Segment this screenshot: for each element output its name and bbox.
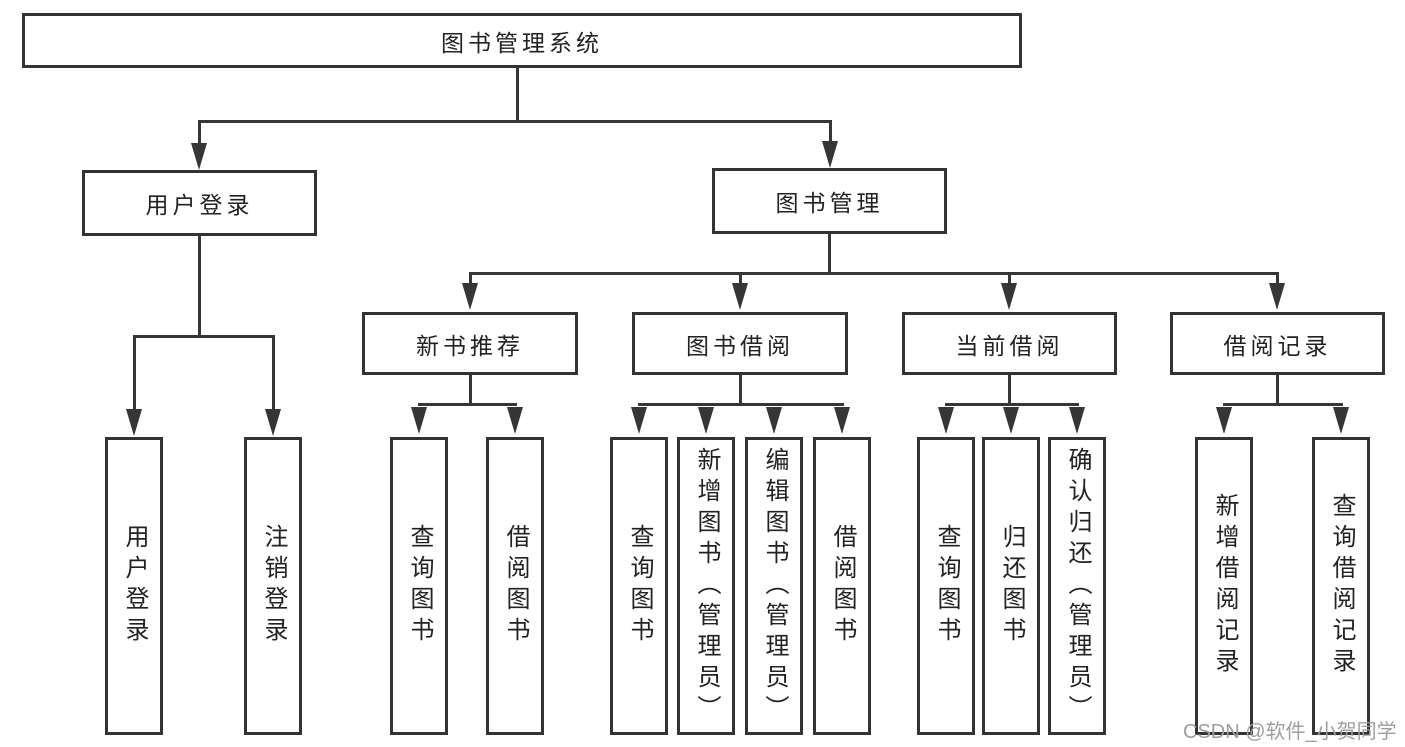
leaf-current-return-books: 归还图书 <box>982 437 1040 735</box>
csdn-watermark: CSDN @软件_小贺同学 <box>1183 721 1397 743</box>
connector-drop-user-login <box>198 120 201 148</box>
arrowhead-leaf-logout <box>265 409 281 436</box>
node-current-borrow: 当前借阅 <box>902 312 1117 375</box>
leaf-current-query-books: 查询图书 <box>917 437 975 735</box>
leaf-borrow-edit-books-admin: 编辑图书（管理员） <box>745 437 803 735</box>
arrowhead-recommend-query <box>411 407 427 434</box>
arrowhead-borrow <box>732 283 748 310</box>
connector-root-bar <box>198 120 832 123</box>
connector-drop-borrow <box>739 272 742 284</box>
node-book-borrow: 图书借阅 <box>632 312 848 375</box>
arrowhead-borrow-borrow <box>834 407 850 434</box>
connector-current-stem <box>1008 375 1011 405</box>
arrowhead-recommend <box>462 283 478 310</box>
connector-drop-leaf-login <box>133 335 136 411</box>
connector-drop-book-management <box>829 120 832 148</box>
connector-borrow-bar <box>638 403 844 406</box>
leaf-user-login: 用户登录 <box>105 437 163 735</box>
arrowhead-book-management <box>822 141 838 168</box>
connector-borrow-stem <box>739 375 742 405</box>
leaf-logout: 注销登录 <box>244 437 302 735</box>
connector-drop-leaf-logout <box>272 335 275 411</box>
connector-userlogin-bar <box>133 335 275 338</box>
connector-records-stem <box>1276 375 1279 405</box>
leaf-borrow-query-books: 查询图书 <box>610 437 668 735</box>
connector-root-stem <box>516 68 519 123</box>
connector-bookmgmt-bar <box>469 272 1279 275</box>
arrowhead-current <box>1001 283 1017 310</box>
leaf-records-query-record: 查询借阅记录 <box>1312 437 1370 735</box>
node-root: 图书管理系统 <box>22 13 1022 68</box>
leaf-records-add-record: 新增借阅记录 <box>1195 437 1253 735</box>
arrowhead-borrow-edit <box>766 407 782 434</box>
connector-drop-recommend <box>469 272 472 284</box>
leaf-current-confirm-return-admin: 确认归还（管理员） <box>1048 437 1106 735</box>
arrowhead-current-return <box>1003 407 1019 434</box>
arrowhead-borrow-query <box>631 407 647 434</box>
arrowhead-current-query <box>938 407 954 434</box>
arrowhead-records-query <box>1333 407 1349 434</box>
connector-drop-records <box>1276 272 1279 284</box>
arrowhead-recommend-borrow <box>507 407 523 434</box>
arrowhead-user-login <box>191 143 207 170</box>
leaf-borrow-borrow-books: 借阅图书 <box>813 437 871 735</box>
arrowhead-records <box>1269 283 1285 310</box>
connector-bookmgmt-stem <box>828 234 831 272</box>
node-new-book-recommend: 新书推荐 <box>362 312 578 375</box>
node-book-management: 图书管理 <box>712 168 947 234</box>
leaf-recommend-query-books: 查询图书 <box>390 437 448 735</box>
node-user-login: 用户登录 <box>82 170 317 236</box>
arrowhead-current-confirm <box>1069 407 1085 434</box>
connector-recommend-stem <box>469 375 472 405</box>
connector-recommend-bar <box>418 403 517 406</box>
arrowhead-leaf-login <box>126 409 142 436</box>
arrowhead-records-add <box>1216 407 1232 434</box>
node-borrow-records: 借阅记录 <box>1170 312 1385 375</box>
connector-current-bar <box>945 403 1079 406</box>
connector-records-bar <box>1223 403 1343 406</box>
connector-drop-current <box>1008 272 1011 284</box>
leaf-borrow-add-books-admin: 新增图书（管理员） <box>677 437 735 735</box>
leaf-recommend-borrow-books: 借阅图书 <box>486 437 544 735</box>
arrowhead-borrow-add <box>698 407 714 434</box>
connector-userlogin-stem <box>198 236 201 335</box>
